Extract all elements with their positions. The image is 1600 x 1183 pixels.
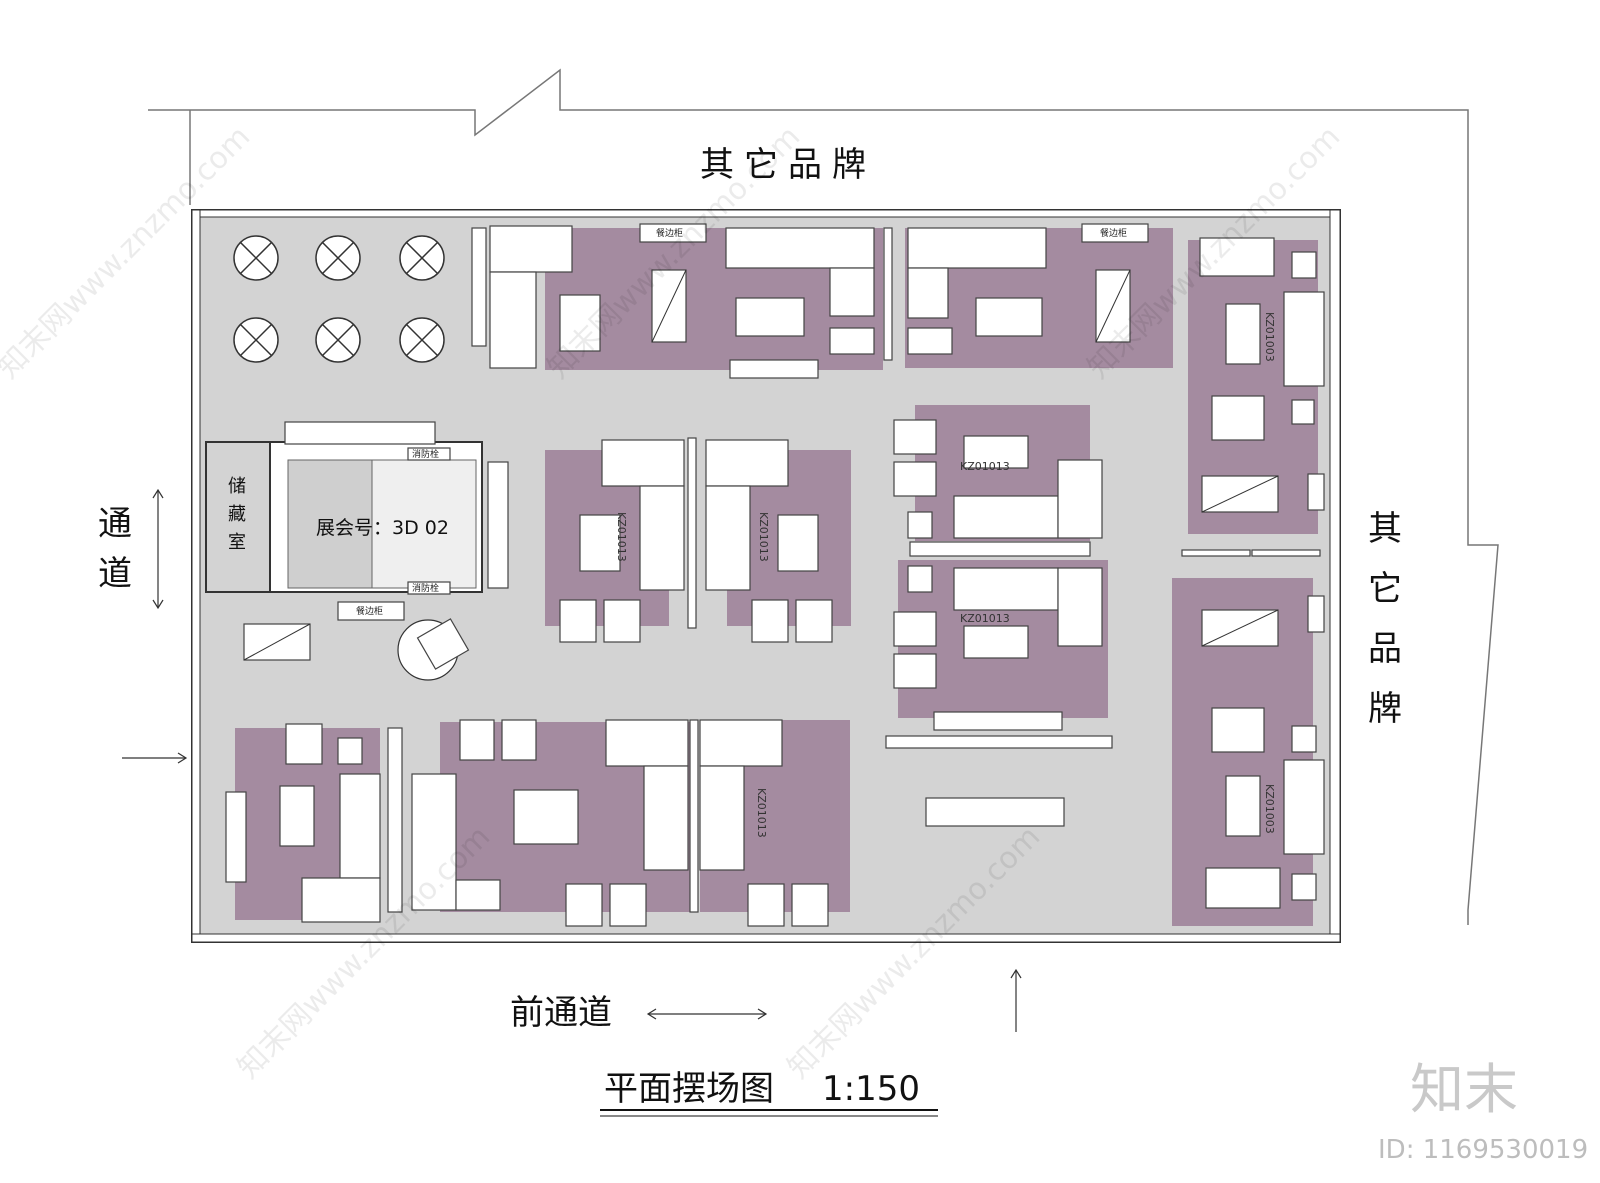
center-right-furniture bbox=[885, 419, 1113, 827]
middle-furniture bbox=[559, 437, 833, 643]
right-furniture bbox=[1181, 237, 1325, 909]
watermark-id: ID: 1169530019 bbox=[1378, 1135, 1588, 1165]
watermark-logo: 知末 bbox=[1410, 1058, 1518, 1121]
model-code: KZ01013 bbox=[960, 460, 1010, 473]
left-passage-char-1: 通 bbox=[98, 504, 132, 544]
sideboard-label: 餐边柜 bbox=[1100, 227, 1127, 239]
model-code: KZ01013 bbox=[960, 612, 1010, 625]
speckled-area bbox=[371, 459, 477, 589]
left-wall bbox=[191, 209, 201, 943]
right-brand-char-3: 品 bbox=[1368, 629, 1402, 669]
storage-room-label: 储 藏 室 bbox=[228, 476, 246, 553]
model-code: KZ01013 bbox=[615, 512, 628, 562]
arrows bbox=[122, 488, 1022, 1032]
model-code: KZ01013 bbox=[757, 512, 770, 562]
right-brand-char-4: 牌 bbox=[1368, 689, 1402, 729]
sideboard-label: 餐边柜 bbox=[656, 227, 683, 239]
right-brand-label: 其 它 品 牌 bbox=[1368, 509, 1402, 729]
fire-hydrant-1: 消防栓 bbox=[412, 448, 439, 460]
right-brand-char-2: 它 bbox=[1368, 569, 1402, 609]
storage-char-3: 室 bbox=[228, 532, 246, 553]
plan-scale: 1:150 bbox=[822, 1069, 920, 1109]
left-passage-label: 通 道 bbox=[98, 504, 132, 594]
fire-hydrant-2: 消防栓 bbox=[412, 582, 439, 594]
storage-room bbox=[205, 441, 271, 593]
top-wall bbox=[191, 209, 1341, 218]
front-passage-label: 前通道 bbox=[510, 993, 612, 1033]
sofas bbox=[489, 223, 1149, 379]
building-outline bbox=[148, 68, 1499, 925]
model-code: KZ01003 bbox=[1263, 312, 1276, 362]
top-brand-label: 其它品牌 bbox=[700, 145, 876, 185]
storage-char-2: 藏 bbox=[228, 504, 246, 525]
model-code: KZ01013 bbox=[755, 788, 768, 838]
storage-char-1: 储 bbox=[228, 476, 246, 497]
left-passage-char-2: 道 bbox=[98, 554, 132, 594]
model-code: KZ01003 bbox=[1263, 784, 1276, 834]
right-brand-char-1: 其 bbox=[1368, 509, 1402, 549]
plan-title: 平面摆场图 bbox=[604, 1069, 774, 1109]
booth-number: 展会号：3D 02 bbox=[316, 517, 449, 539]
bottom-furniture bbox=[225, 719, 829, 927]
bottom-wall bbox=[191, 933, 1341, 943]
sideboard-label: 餐边柜 bbox=[356, 605, 383, 617]
cafe-tables bbox=[233, 235, 445, 363]
right-wall bbox=[1329, 209, 1341, 943]
